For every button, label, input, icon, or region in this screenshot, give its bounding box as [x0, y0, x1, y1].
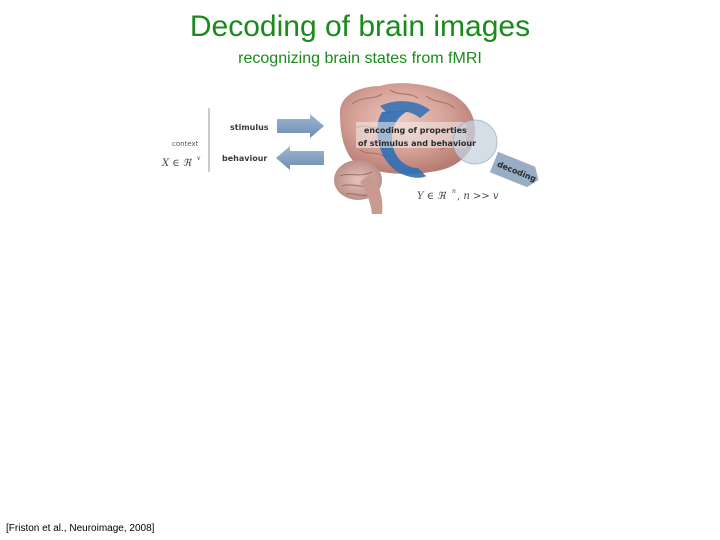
page-subtitle: recognizing brain states from fMRI — [238, 50, 482, 67]
x-symbol-superscript: v — [197, 155, 201, 162]
page-title: Decoding of brain images — [189, 10, 531, 43]
encoding-label-line1: encoding of properties — [364, 126, 467, 135]
y-condition: , n >> v — [457, 191, 499, 202]
context-label: context — [172, 140, 199, 148]
stimulus-label: stimulus — [230, 123, 269, 132]
y-symbol: Y ∈ ℜ n , n >> v — [417, 188, 499, 202]
behaviour-arrow — [276, 146, 324, 170]
x-symbol-text: X ∈ ℜ — [161, 158, 192, 169]
decoding-arrow: decoding — [489, 151, 539, 188]
brain-illustration — [334, 83, 498, 214]
x-symbol: X ∈ ℜ v — [161, 155, 201, 169]
behaviour-label: behaviour — [222, 154, 267, 163]
encoding-label-line2: of stimulus and behaviour — [358, 139, 476, 148]
citation: [Friston et al., Neuroimage, 2008] — [6, 523, 155, 534]
y-symbol-text: Y ∈ ℜ — [417, 191, 446, 202]
y-symbol-superscript: n — [452, 188, 456, 195]
stimulus-arrow — [277, 114, 324, 138]
